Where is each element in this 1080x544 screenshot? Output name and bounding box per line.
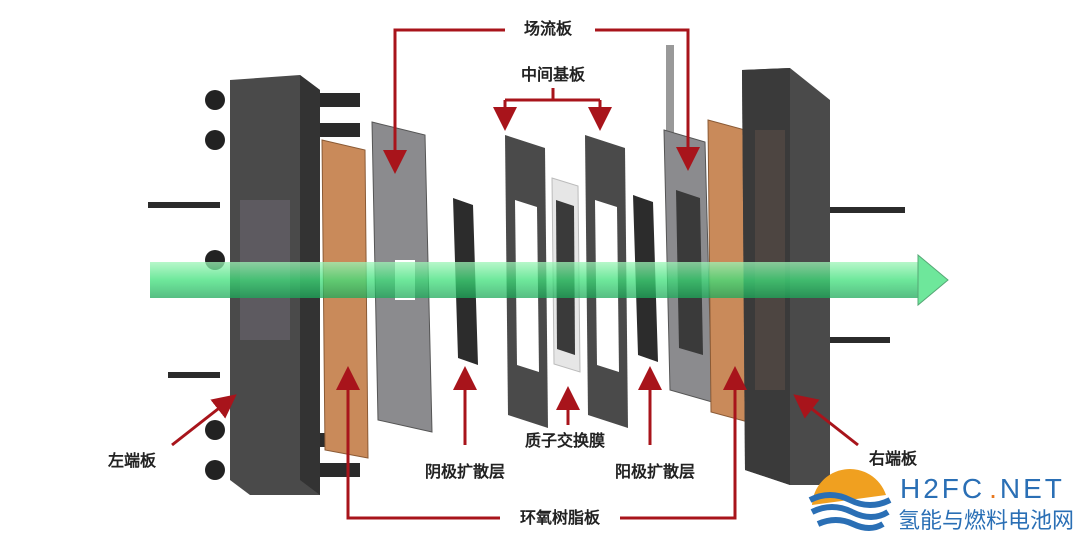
label-middle-substrate: 中间基板 [520, 65, 586, 84]
logo-en-dot: . [989, 473, 1000, 504]
gas-flow-arrow [150, 253, 949, 307]
left-epoxy-plate [321, 139, 369, 459]
label-flow-field-plate: 场流板 [523, 19, 573, 38]
logo-text-en: H2FC.NET [900, 474, 1065, 504]
label-anode-diffusion-layer: 阳极扩散层 [614, 462, 696, 481]
logo-en-main: H2FC [900, 473, 986, 504]
label-right-end-plate: 右端板 [868, 449, 918, 468]
leader-arrows [171, 28, 859, 520]
label-proton-exchange-membrane: 质子交换膜 [524, 431, 606, 450]
logo-text-cn: 氢能与燃料电池网 [898, 509, 1075, 534]
label-epoxy-plate: 环氧树脂板 [519, 508, 601, 527]
logo-en-tail: NET [999, 473, 1065, 504]
label-cathode-diffusion-layer: 阴极扩散层 [424, 462, 506, 481]
label-left-end-plate: 左端板 [107, 451, 157, 470]
h2fc-logo-mark [808, 469, 892, 531]
